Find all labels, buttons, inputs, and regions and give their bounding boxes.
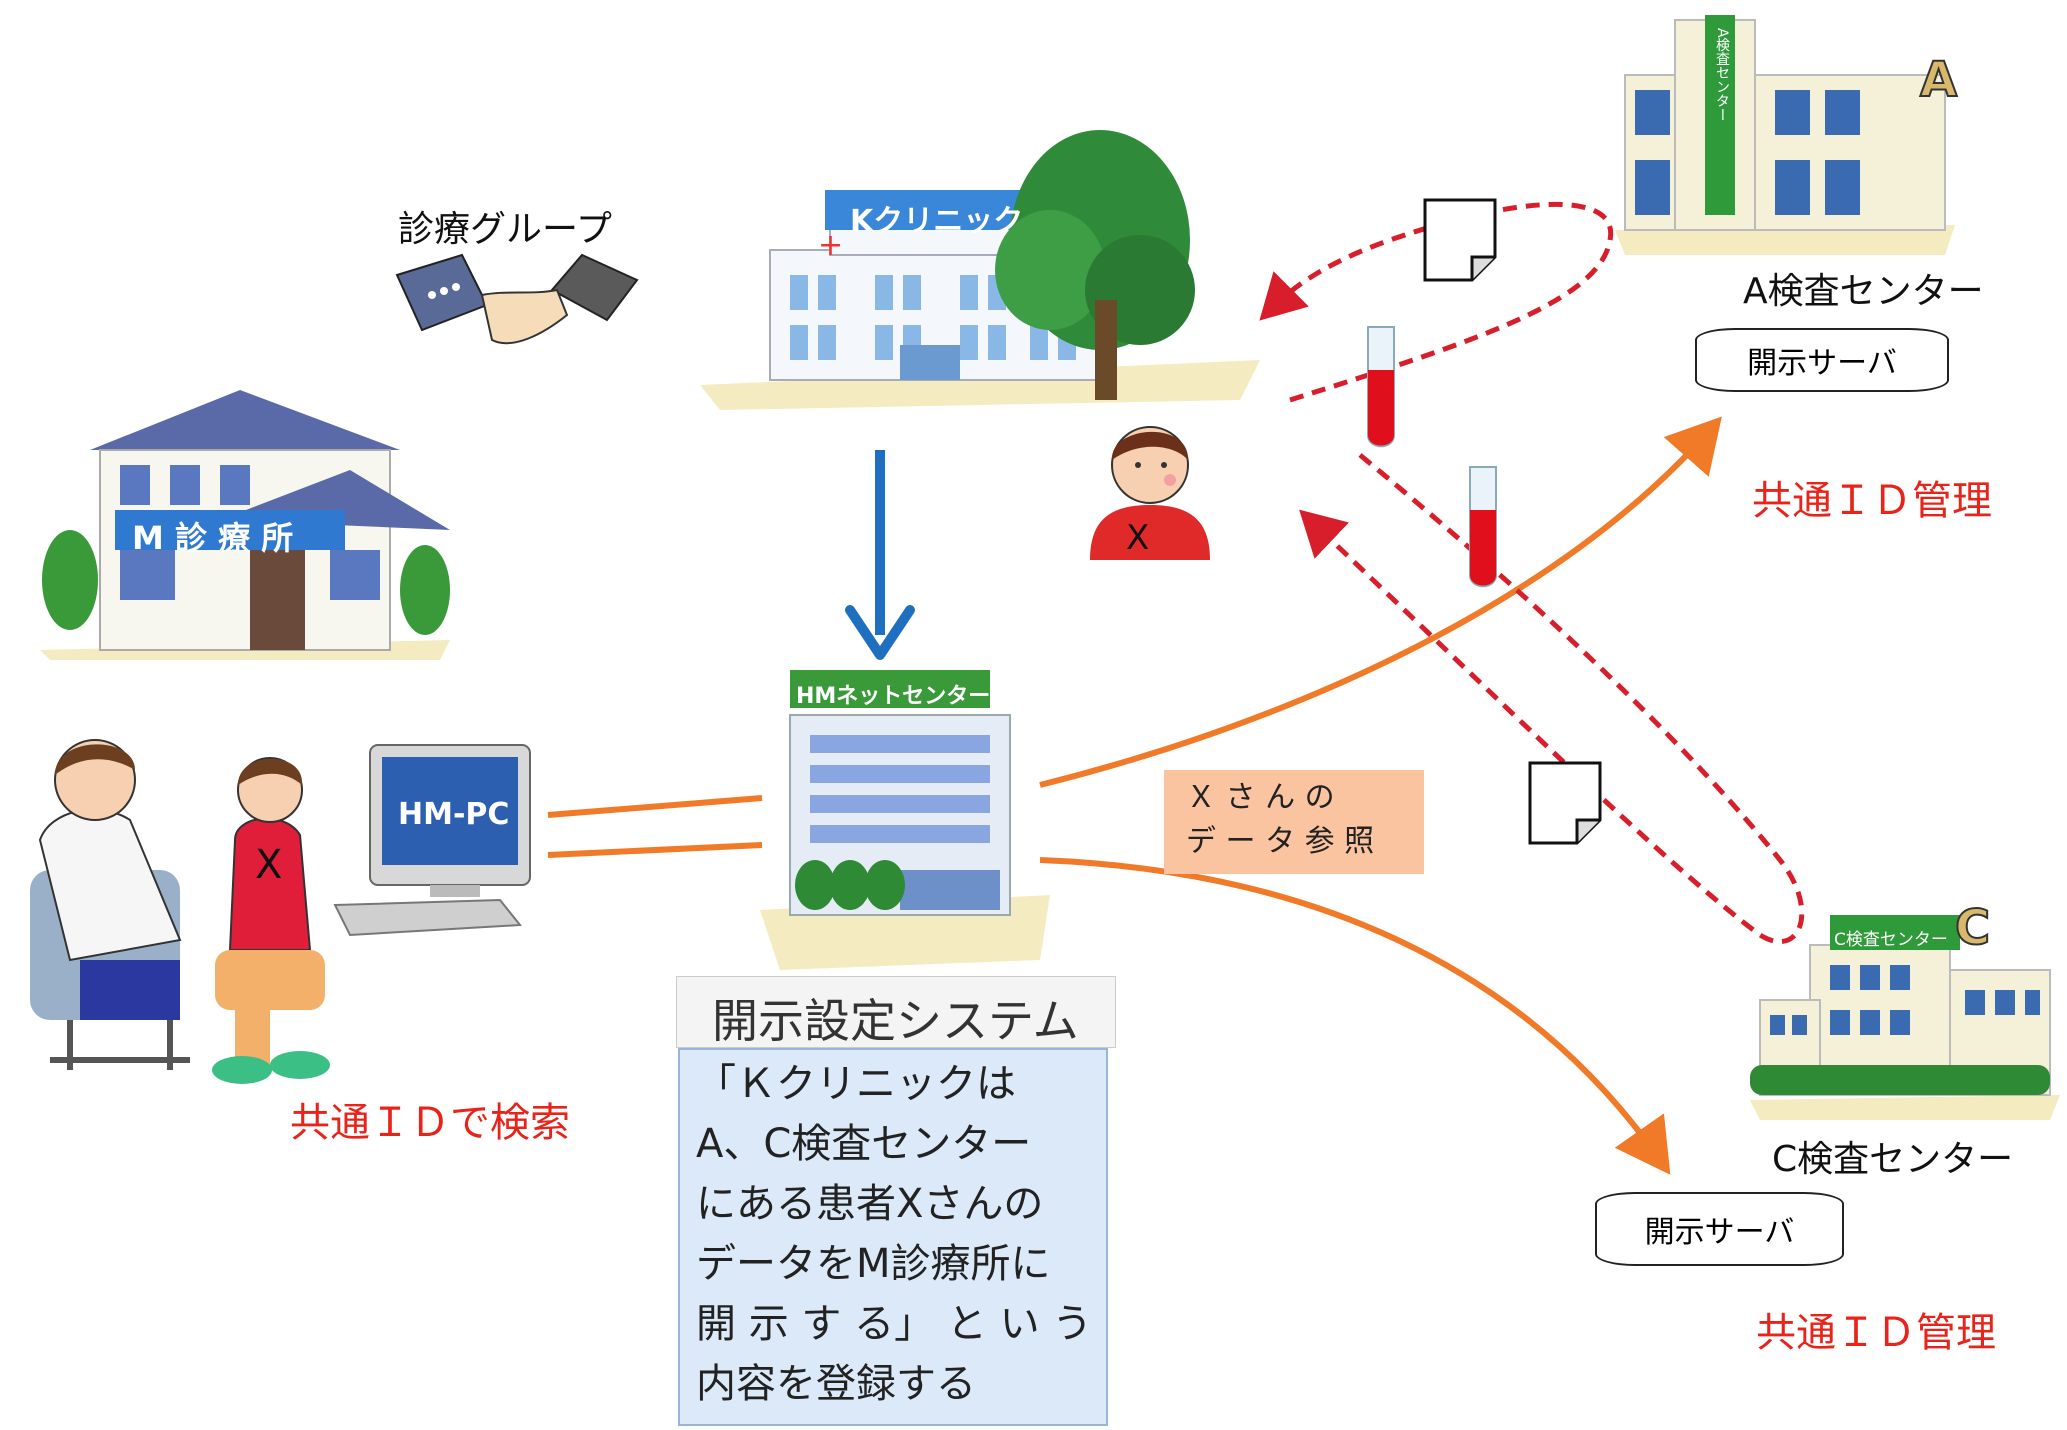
- handshake-icon: [395, 253, 639, 345]
- hm-net-center-building: [760, 670, 1050, 970]
- patient-icon: [1090, 426, 1210, 560]
- system-title: 開示設定システム: [712, 994, 1079, 1048]
- k-clinic-building: +: [700, 130, 1260, 410]
- a-center-building: [1615, 15, 1955, 255]
- system-title-box: [676, 976, 1116, 1048]
- desc-line-1: 「Ｋクリニックは: [696, 1061, 1016, 1107]
- m-clinic-sign: M 診 療 所: [132, 519, 294, 557]
- document-icon: [1423, 198, 1497, 282]
- c-building-sign: C検査センター: [1834, 930, 1948, 950]
- a-server-label: 開示サーバ: [1747, 346, 1897, 381]
- m-clinic-building: [40, 390, 450, 660]
- hm-net-sign: HMネットセンター: [796, 684, 991, 709]
- hm-pc-label: HM-PC: [398, 797, 510, 832]
- pc-link-line-1: [547, 795, 763, 818]
- c-id-note: 共通ＩＤ管理: [1756, 1310, 1996, 1356]
- data-ref-note: Ｘ さ ん の デ ー タ 参 照: [1164, 770, 1424, 874]
- a-id-note: 共通ＩＤ管理: [1752, 478, 1992, 524]
- sample-route-c: [1299, 453, 1805, 944]
- data-ref-line-1: Ｘ さ ん の: [1186, 780, 1335, 815]
- patient-mark: X: [255, 842, 283, 888]
- desc-line-3: にある患者Xさんの: [696, 1181, 1044, 1227]
- doctor-consultation-illustration: [30, 739, 330, 1084]
- a-center-name: A検査センター: [1743, 271, 1984, 312]
- pc-link-line-2: [547, 842, 763, 858]
- a-building-sign: A検査センター: [1714, 28, 1730, 122]
- test-tube-icon: [1367, 326, 1395, 448]
- search-note: 共通ＩＤで検索: [290, 1100, 570, 1146]
- c-server: 開示サーバ: [1595, 1192, 1844, 1266]
- k-clinic-sign: Kクリニック: [850, 204, 1024, 239]
- c-center-building: [1750, 915, 2060, 1120]
- a-server: 開示サーバ: [1695, 328, 1949, 392]
- desc-line-5: 開 示 す る」 と い う: [696, 1301, 1093, 1347]
- desc-line-4: データをM診療所に: [696, 1241, 1051, 1287]
- data-ref-line-2: デ ー タ 参 照: [1186, 824, 1375, 859]
- c-server-label: 開示サーバ: [1644, 1215, 1795, 1250]
- query-arrow-c: [1039, 857, 1671, 1175]
- desc-line-2: A、C検査センター: [696, 1121, 1032, 1167]
- c-center-name: C検査センター: [1772, 1139, 2014, 1180]
- svg-text:+: +: [818, 228, 843, 263]
- test-tube-icon: [1469, 466, 1497, 588]
- document-icon: [1528, 761, 1602, 845]
- group-label: 診療グループ: [398, 209, 612, 250]
- desc-line-6: 内容を登録する: [696, 1361, 976, 1407]
- hm-pc-computer: [333, 744, 531, 937]
- a-letter: A: [1919, 51, 1958, 109]
- sample-route-a: [1259, 201, 1614, 403]
- patient-mark: X: [1126, 518, 1150, 558]
- query-arrow-a: [1039, 416, 1722, 788]
- register-arrow-head: [845, 605, 915, 660]
- c-letter: C: [1954, 899, 1991, 957]
- system-description-box: 「Ｋクリニックは A、C検査センター にある患者Xさんの データをM診療所に 開…: [678, 1048, 1108, 1426]
